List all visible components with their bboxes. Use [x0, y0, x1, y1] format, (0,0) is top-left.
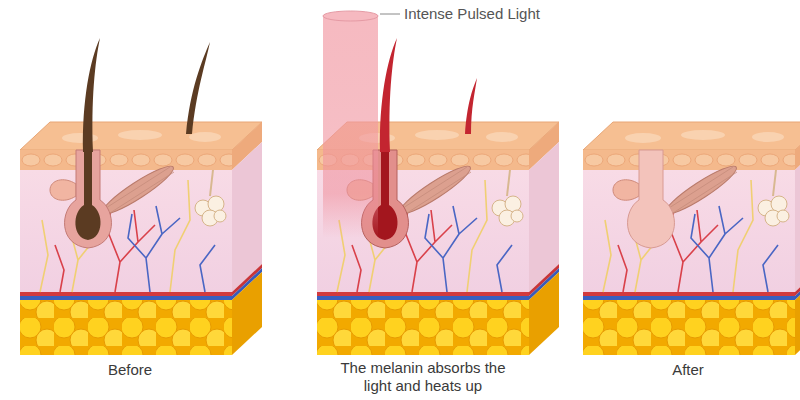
- step-caption: Before: [108, 361, 152, 379]
- callout-label: Intense Pulsed Light: [404, 5, 540, 23]
- hair-shaft: [465, 78, 477, 134]
- hair-root: [75, 150, 100, 240]
- step-caption: After: [672, 361, 704, 379]
- hair-shaft: [83, 38, 100, 152]
- light-beam: [323, 11, 378, 238]
- hair-shaft: [380, 38, 397, 152]
- leader-line: [380, 14, 400, 15]
- skin-block: [583, 122, 800, 355]
- hair-shaft: [186, 42, 210, 134]
- step-caption: The melanin absorbs the light and heats …: [339, 359, 507, 395]
- skin-block: [20, 38, 262, 355]
